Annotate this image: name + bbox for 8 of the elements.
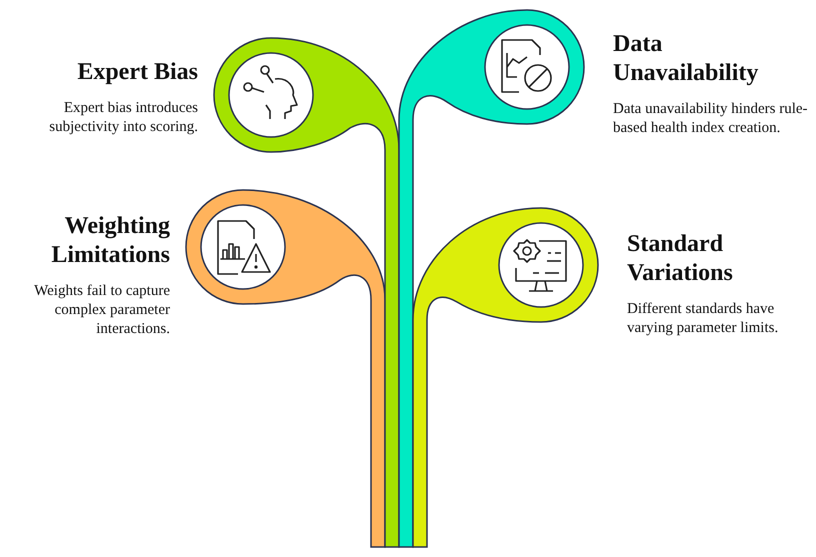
description: Weights fail to capture complex parameter interactions. (33, 282, 170, 339)
description: Expert bias introduces subjectivity into scoring. (48, 99, 198, 137)
description: Different standards have varying parameter limits. (627, 300, 780, 338)
heading: Weighting Limitations (50, 212, 170, 270)
description: Data unavailability hinders rule-based health index creation. (613, 100, 809, 138)
heading: Standard Variations (627, 230, 734, 288)
heading: Data Unavailability (613, 30, 760, 88)
heading: Expert Bias (76, 58, 198, 87)
